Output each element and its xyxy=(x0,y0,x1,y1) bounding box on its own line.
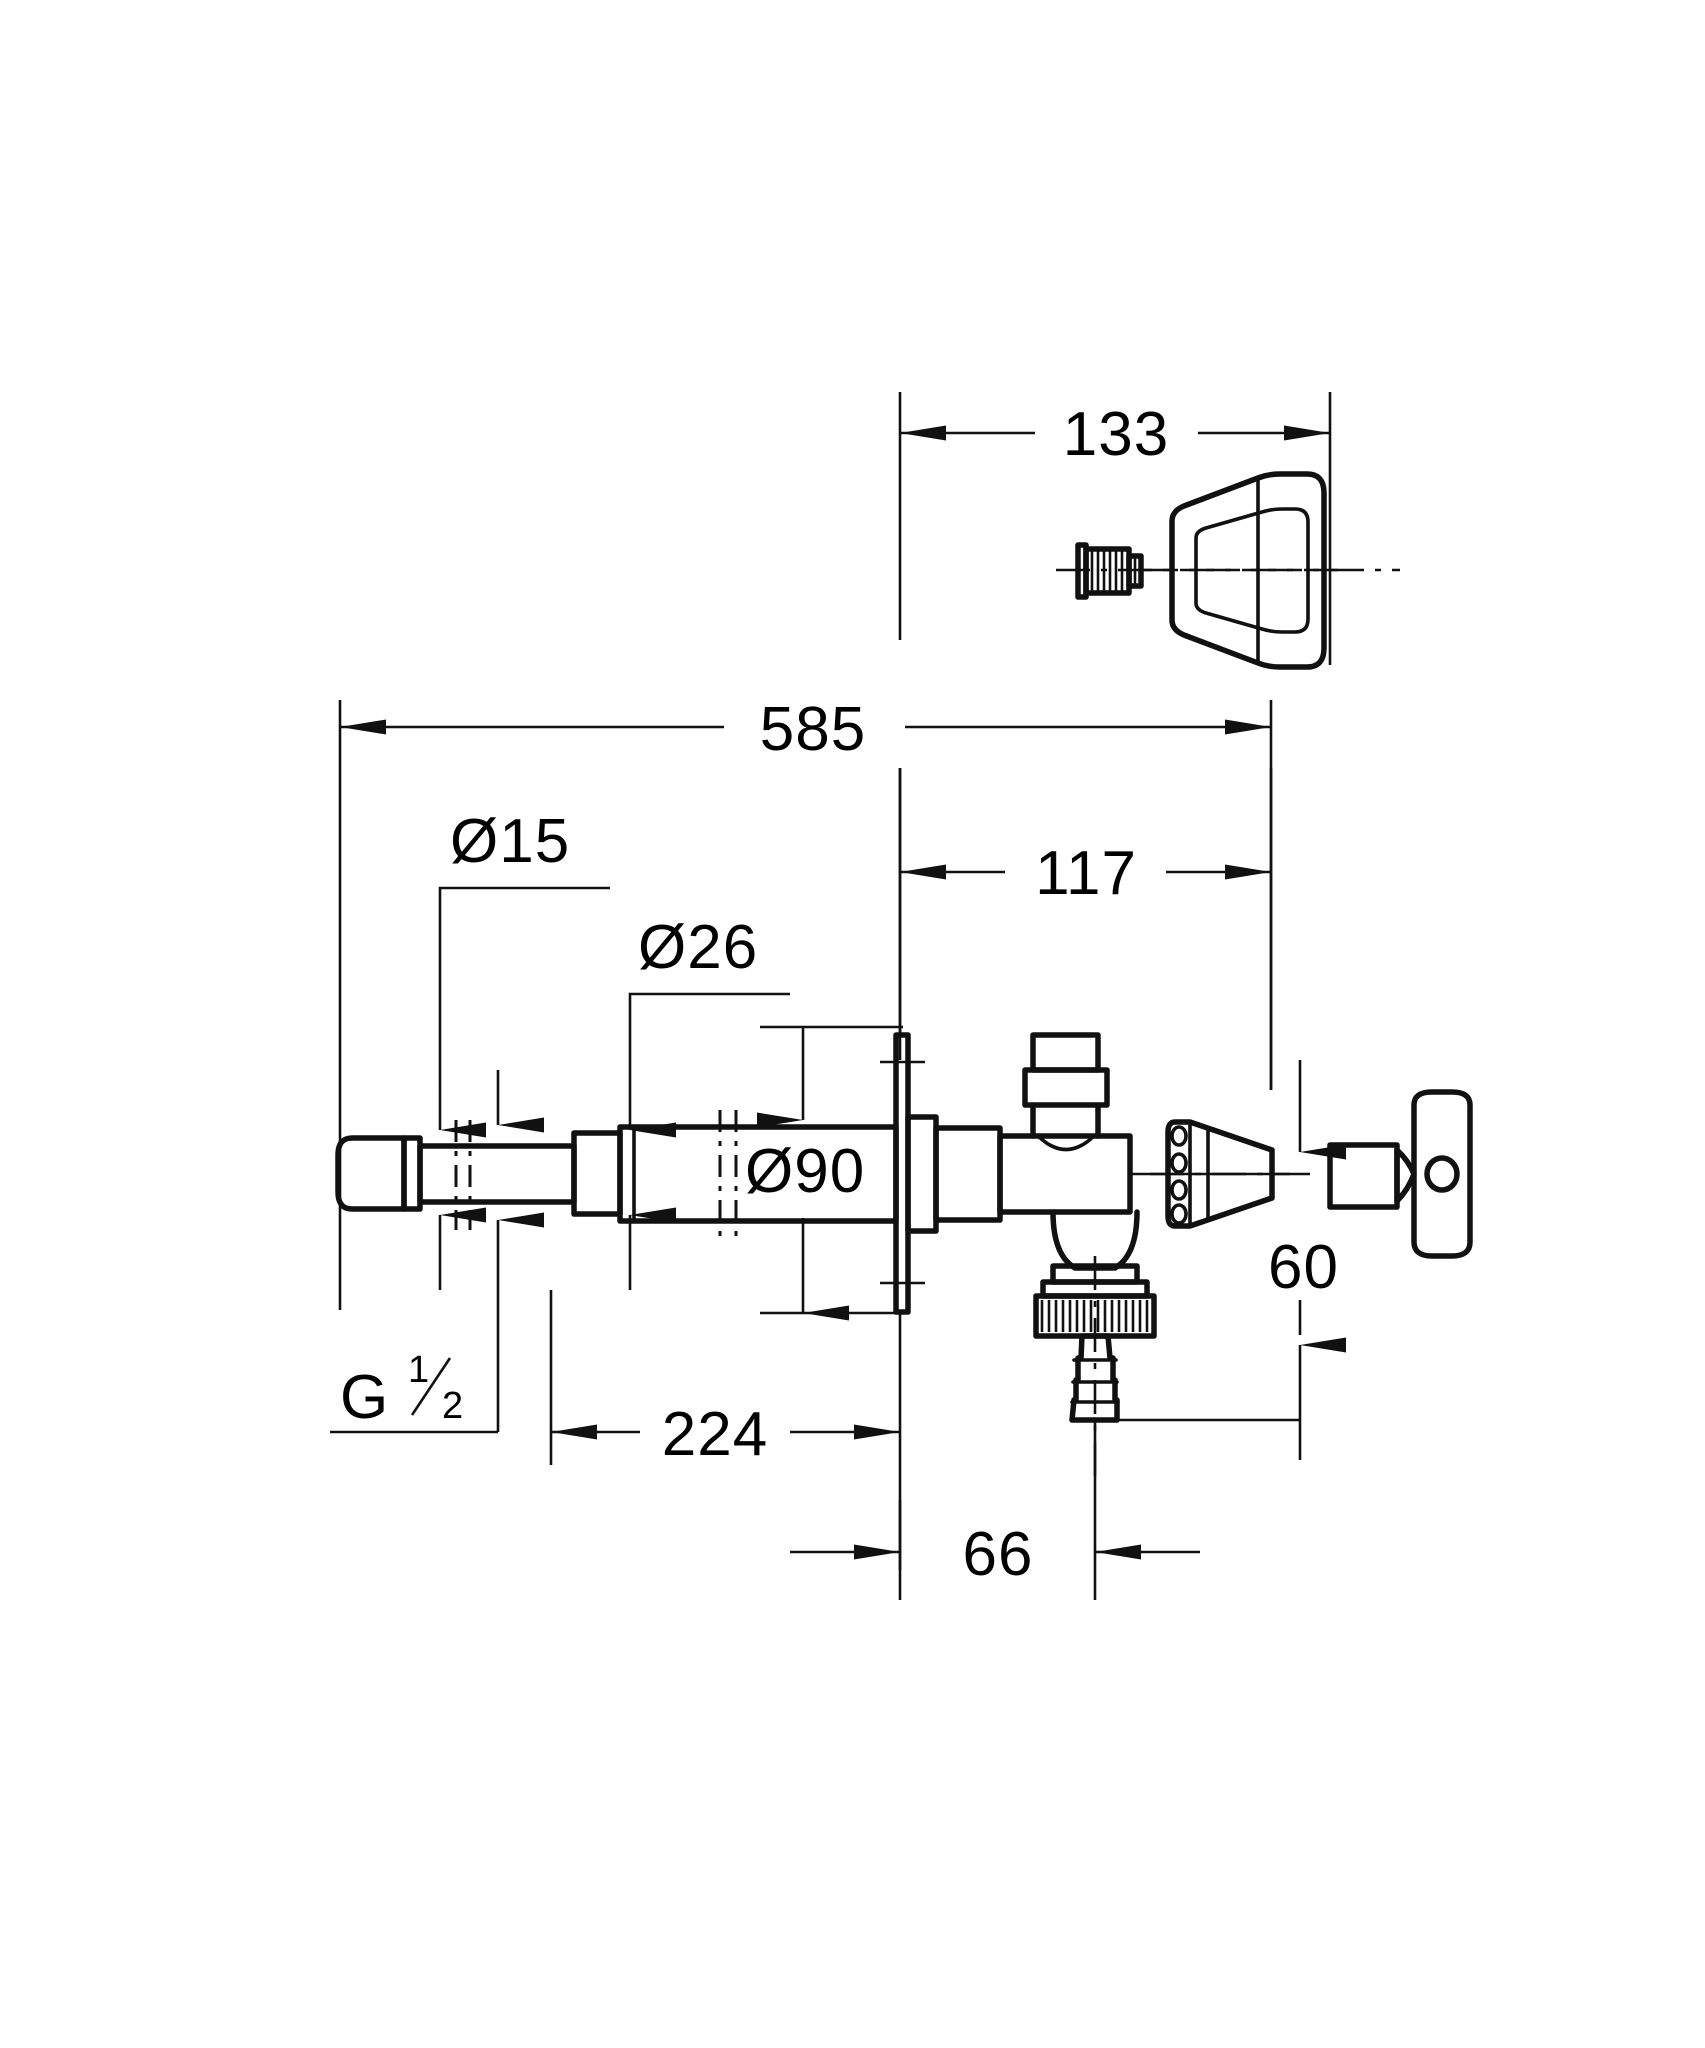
thread-label-slash xyxy=(410,1357,452,1416)
spindle-stem xyxy=(1327,1142,1400,1210)
dimension-label-585: 585 xyxy=(760,695,866,764)
pipe-step-collar xyxy=(571,1130,623,1217)
dimension-label-66: 66 xyxy=(963,1520,1034,1589)
outlet-lower-collar xyxy=(1022,1067,1110,1108)
dimension-label-117: 117 xyxy=(1035,839,1137,908)
break-line-icon-group xyxy=(454,1110,738,1240)
hose-knurl-hatch xyxy=(1040,1300,1149,1332)
pipe-nose-shoulder xyxy=(401,1135,423,1212)
valve-body xyxy=(997,1032,1473,1480)
hose-knurl-band xyxy=(1033,1293,1157,1339)
spout-thread-marks xyxy=(1170,1125,1188,1225)
spindle-grip-oval xyxy=(1411,1089,1473,1259)
dimension-117-group: 117 xyxy=(898,768,1273,1090)
diameter-90-group: Ø90 xyxy=(745,1025,903,1321)
handle-screw-detail xyxy=(1056,542,1340,600)
dimension-133-group: 133 xyxy=(898,392,1332,665)
spindle-grip-hole xyxy=(1424,1155,1460,1193)
pipe-thin-shaft xyxy=(417,1143,577,1205)
knob-inner-recess xyxy=(1194,507,1310,634)
flange-plate xyxy=(893,1032,911,1315)
diameter-15-group: Ø15 xyxy=(438,807,610,1432)
thread-label-main: G xyxy=(340,1363,389,1432)
dimension-66-group: 66 xyxy=(790,1300,1346,1600)
spout-taper-body xyxy=(1165,1119,1275,1229)
dimension-585-group: 585 xyxy=(338,695,1273,1310)
dimension-label-dia90: Ø90 xyxy=(745,1137,865,1206)
dimension-224-group: 224 xyxy=(549,1290,900,1469)
valve-spout xyxy=(1132,1119,1310,1229)
thread-label-numerator: 1 xyxy=(408,1349,429,1391)
screw-tip-collar xyxy=(1126,553,1144,589)
thread-label-group: G 1 2 xyxy=(330,1349,498,1434)
handle-knob-detail xyxy=(1144,471,1400,670)
outlet-upper-cap xyxy=(1030,1032,1101,1073)
wall-flange xyxy=(880,768,1003,1570)
top-outlet-fitting xyxy=(1022,1032,1110,1152)
diameter-26-group: Ø26 xyxy=(628,913,790,1290)
outlet-fillet-arc xyxy=(1036,1134,1096,1152)
dimension-label-dia26: Ø26 xyxy=(638,913,758,982)
thread-label-denominator: 2 xyxy=(442,1385,463,1427)
spindle-handle xyxy=(1327,1089,1473,1259)
leader-line-dia26 xyxy=(628,992,790,1085)
pipe-nose-cap xyxy=(335,1135,407,1212)
leader-line-dia15 xyxy=(438,886,610,1085)
dimension-label-dia15: Ø15 xyxy=(450,807,570,876)
screw-head xyxy=(1075,542,1089,600)
flange-hub-outer xyxy=(933,1125,1003,1223)
valve-body-trunk xyxy=(997,1133,1133,1215)
dimension-label-224: 224 xyxy=(662,1400,768,1469)
dimension-label-133: 133 xyxy=(1063,400,1169,469)
dimension-60-group: 60 xyxy=(1268,1060,1346,1302)
dimension-label-60: 60 xyxy=(1268,1233,1339,1302)
screw-knurl-hatch xyxy=(1090,550,1124,592)
flange-hub xyxy=(905,1114,939,1234)
